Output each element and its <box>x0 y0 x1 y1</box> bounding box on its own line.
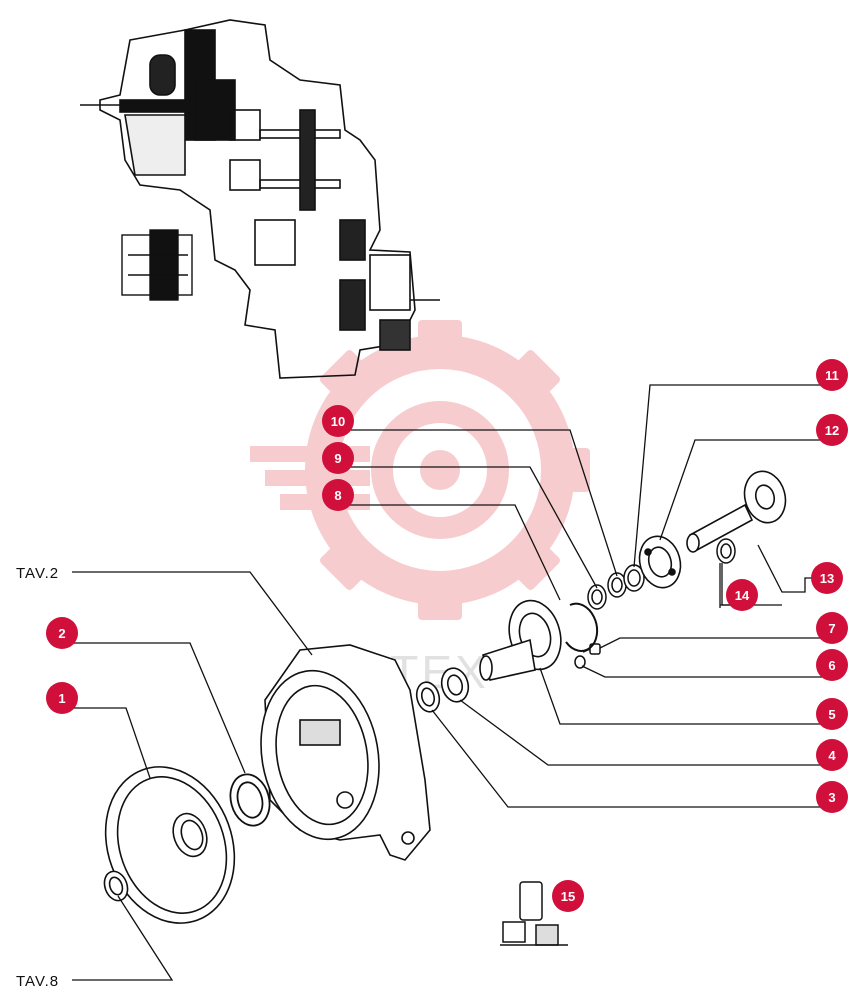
callout-15: 15 <box>552 880 584 912</box>
svg-text:7: 7 <box>828 621 835 636</box>
part-13-gear-shaft <box>686 470 787 553</box>
callout-4: 4 <box>816 739 848 771</box>
callout-5: 5 <box>816 698 848 730</box>
leader-line-9 <box>343 466 598 589</box>
reference-tav8: TAV.8 <box>16 973 59 990</box>
svg-text:14: 14 <box>735 588 750 603</box>
leader-line-12 <box>659 439 828 541</box>
leader-line-6 <box>581 665 828 678</box>
callout-14: 14 <box>726 579 758 611</box>
callout-3: 3 <box>816 781 848 813</box>
svg-text:1: 1 <box>58 691 65 706</box>
svg-text:8: 8 <box>334 488 341 503</box>
callout-6: 6 <box>816 649 848 681</box>
svg-text:3: 3 <box>828 790 835 805</box>
leader-line-tav8 <box>72 895 174 981</box>
leader-lines <box>62 384 828 981</box>
leader-line-2 <box>62 642 246 774</box>
callout-12: 12 <box>816 414 848 446</box>
svg-text:2: 2 <box>58 626 65 641</box>
part-12-bearing <box>638 535 682 589</box>
part-2-seal-ring <box>229 773 271 827</box>
leader-line-tav2 <box>72 571 313 656</box>
leader-line-3 <box>431 709 828 808</box>
svg-text:5: 5 <box>828 707 835 722</box>
callout-13: 13 <box>811 562 843 594</box>
part-9-shim <box>587 584 607 610</box>
svg-text:13: 13 <box>820 571 834 586</box>
callout-2: 2 <box>46 617 78 649</box>
part-1-cover <box>103 766 236 924</box>
callout-1: 1 <box>46 682 78 714</box>
svg-text:10: 10 <box>331 414 345 429</box>
callout-9: 9 <box>322 442 354 474</box>
leader-line-10 <box>343 429 618 577</box>
part-6-washer <box>574 655 586 669</box>
part-15-adhesive <box>500 881 568 946</box>
leader-line-11 <box>633 384 828 568</box>
leader-line-8 <box>343 504 561 601</box>
callout-7: 7 <box>816 612 848 644</box>
reference-tav2: TAV.2 <box>16 565 59 582</box>
callout-8: 8 <box>322 479 354 511</box>
leader-line-7 <box>599 637 828 649</box>
leader-line-4 <box>459 699 828 766</box>
detail-inset-drawing <box>121 229 193 301</box>
svg-text:4: 4 <box>828 748 836 763</box>
housing <box>260 644 431 861</box>
part-14-washer <box>716 538 736 564</box>
svg-text:12: 12 <box>825 423 839 438</box>
part-4-spacer-ring <box>440 667 470 703</box>
svg-text:9: 9 <box>334 451 341 466</box>
svg-text:15: 15 <box>561 889 575 904</box>
sectional-assembly-drawing <box>80 19 440 379</box>
callout-10: 10 <box>322 405 354 437</box>
part-3-spacer-ring <box>415 681 441 713</box>
leader-line-5 <box>539 667 828 725</box>
leader-line-13 <box>757 544 815 593</box>
part-5-flanged-shaft <box>479 599 562 681</box>
leader-line-1 <box>62 707 151 779</box>
svg-text:11: 11 <box>825 368 839 383</box>
callout-11: 11 <box>816 359 848 391</box>
svg-text:6: 6 <box>828 658 835 673</box>
part-8-snap-ring <box>565 602 599 652</box>
